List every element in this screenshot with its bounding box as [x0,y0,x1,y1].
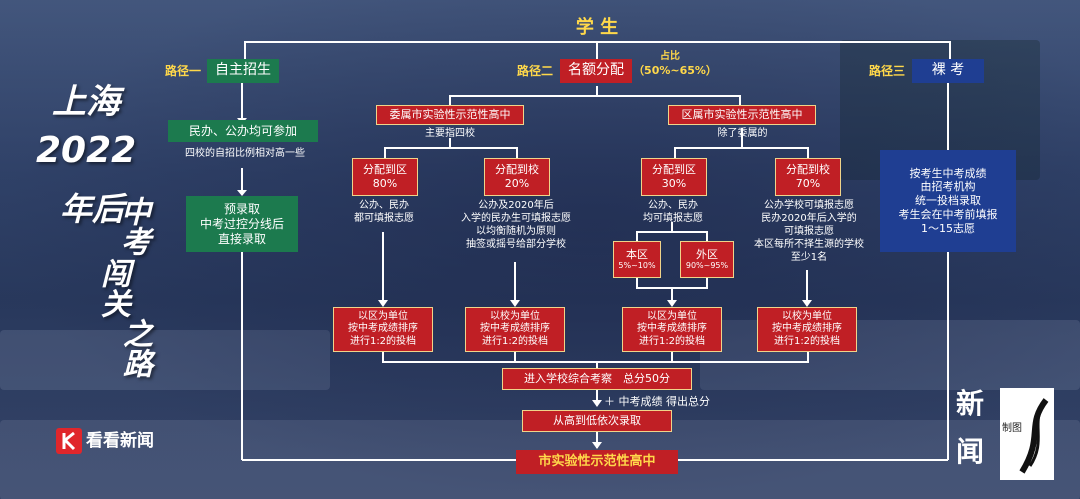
title-line2: 2022 [36,130,137,171]
title-vert2: 闯关 [95,258,130,318]
left-note: 四校的自招比例相对高一些 [185,148,305,159]
outer-box: 外区 90%~95% [680,241,734,278]
plus-score: ＋ 中考成绩 得出总分 [604,395,710,408]
local-label: 本区 [626,247,648,261]
stamp-note: 制图 [1002,423,1022,434]
rank-b-district: 以区为单位 按中考成绩排序 进行1:2的投档 [622,307,722,352]
rank-a-district: 以区为单位 按中考成绩排序 进行1:2的投档 [333,307,433,352]
b-district-box: 分配到区 30% [641,158,707,196]
b-school-box: 分配到校 70% [775,158,841,196]
rank-b-school: 以校为单位 按中考成绩排序 进行1:2的投档 [757,307,857,352]
path2-ratio-title: 占比 [660,51,680,62]
stamp-char-b: 闻 [956,435,985,468]
left-preadmit: 预录取 中考过控分线后 直接录取 [186,196,298,252]
a-school-box: 分配到校 20% [484,158,550,196]
title-line3: 年后 [60,190,125,228]
admit-box: 从高到低依次录取 [522,410,672,432]
outer-label: 外区 [696,247,718,261]
path1-tag: 路径一 [164,64,201,78]
final-box: 市实验性示范性高中 [516,450,678,474]
path2-box: 名额分配 [560,59,632,83]
right-desc-box: 按考生中考成绩 由招考机构 统一投档录取 考生会在中考前填报 1～15志愿 [880,150,1016,252]
title-vert1: 中考 [115,196,150,256]
b-school-note: 公办学校可填报志愿 民办2020年后入学的 可填报志愿 本区每所不择生源的学校 … [754,200,864,263]
student-label: 学 生 [575,17,619,38]
path3-box: 裸 考 [912,59,984,83]
b-district-note: 公办、民办 均可填报志愿 [643,200,703,224]
review-box: 进入学校综合考察 总分50分 [502,368,692,390]
path2-ratio: （50%~65%） [633,64,717,77]
local-box: 本区 5%~10% [613,241,661,278]
path3-tag: 路径三 [868,64,905,78]
rank-a-school: 以校为单位 按中考成绩排序 进行1:2的投档 [465,307,565,352]
outer-pct: 90%~95% [685,261,729,271]
stamp-char-a: 新 [956,387,985,420]
left-eligible: 民办、公办均可参加 [168,120,318,142]
a-school-note: 公办及2020年后 入学的民办生可填报志愿 以均衡随机为原则 抽签或摇号给部分学… [461,200,571,250]
title-vert3: 之路 [117,318,152,378]
brand-logo-icon [56,428,82,454]
local-pct: 5%~10% [618,261,656,271]
a-district-note: 公办、民办 都可填报志愿 [354,200,414,224]
a-district-box: 分配到区 80% [352,158,418,196]
hq-b-box: 区属市实验性示范性高中 [668,105,816,125]
title-line1: 上海 [52,82,120,122]
path2-tag: 路径二 [516,64,553,78]
path1-box: 自主招生 [207,59,279,83]
news-stamp: 新 闻 制图 [956,386,1056,482]
stamp-brush-icon [1019,398,1049,474]
hq-a-box: 委属市实验性示范性高中 [376,105,524,125]
hq-b-note: 除了委属的 [717,128,768,139]
hq-a-note: 主要指四校 [425,128,475,139]
brand-logo-text: 看看新闻 [86,431,154,451]
